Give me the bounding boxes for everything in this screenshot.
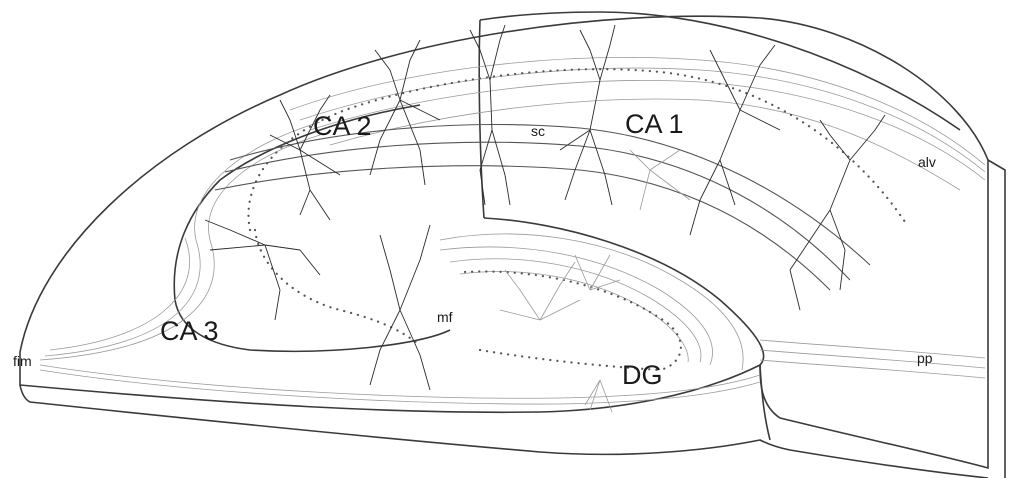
label-fim: fim xyxy=(13,353,32,369)
label-sc: sc xyxy=(531,123,545,139)
label-mf: mf xyxy=(437,309,453,325)
neuron-ca3-b xyxy=(370,225,430,390)
slab-outline xyxy=(20,12,1005,478)
neuron-ca1-b xyxy=(560,25,615,205)
label-alv: alv xyxy=(918,154,936,170)
pathway-labels: sc mf alv fim pp xyxy=(13,123,936,369)
label-ca3: CA 3 xyxy=(160,316,219,346)
neuron-ca3-a xyxy=(205,220,320,320)
pyramidal-neurons xyxy=(205,25,885,390)
neuron-ca1-a xyxy=(470,25,510,205)
label-ca1: CA 1 xyxy=(625,109,684,139)
label-pp: pp xyxy=(917,350,933,366)
label-ca2: CA 2 xyxy=(313,111,372,141)
laminar-lines xyxy=(40,57,985,404)
label-dg: DG xyxy=(622,360,663,390)
